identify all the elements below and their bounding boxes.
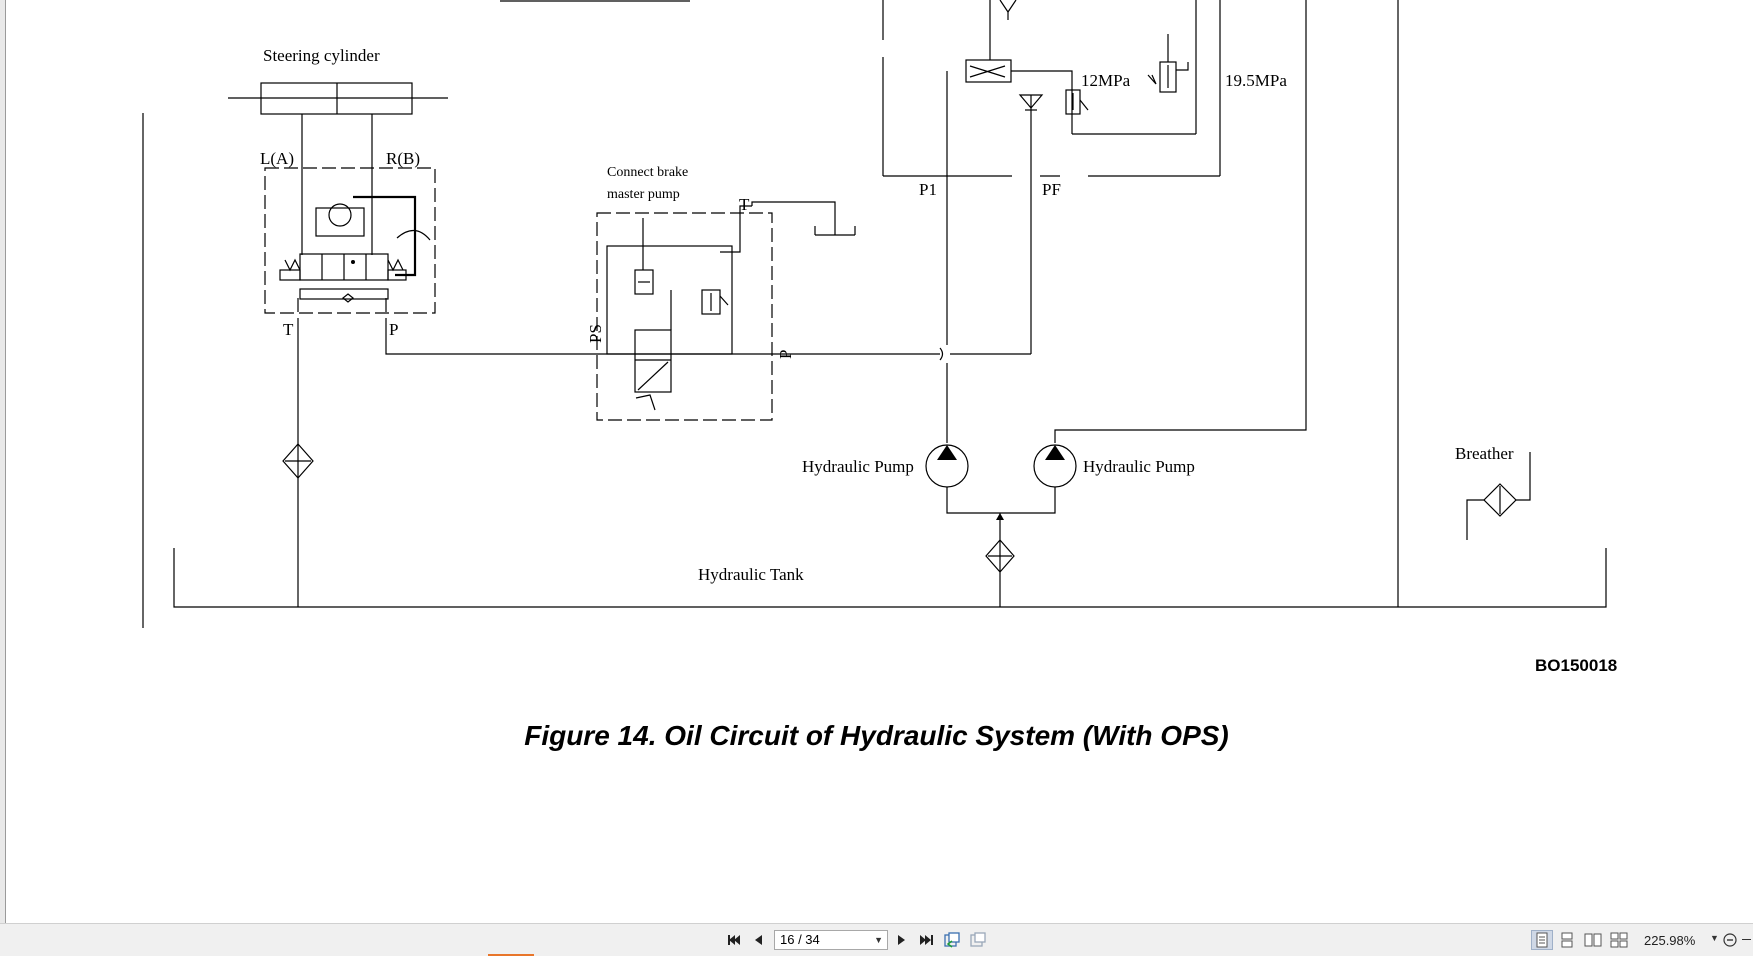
- first-page-button[interactable]: [724, 930, 744, 950]
- page-indicator: 16 / 34: [780, 932, 820, 947]
- prev-page-button[interactable]: [748, 930, 768, 950]
- zoom-out-icon: [1723, 933, 1737, 947]
- next-page-icon: [898, 935, 905, 945]
- single-page-icon: [1536, 932, 1548, 948]
- zoom-out-button[interactable]: [1720, 930, 1740, 950]
- status-bar: 16 / 34 ▼ 225.98% ▼: [0, 923, 1753, 956]
- continuous-icon: [1561, 932, 1573, 948]
- label-rb: R(B): [386, 149, 420, 168]
- single-page-view-button[interactable]: [1531, 930, 1553, 950]
- label-pump-left: Hydraulic Pump: [802, 457, 914, 476]
- label-ps: PS: [586, 324, 605, 343]
- next-page-button[interactable]: [892, 930, 912, 950]
- document-viewport[interactable]: Steering cylinder L(A) R(B) T P Connect …: [0, 0, 1753, 923]
- label-pressure-12: 12MPa: [1081, 71, 1131, 90]
- next-view-icon: [970, 932, 986, 947]
- continuous-view-button[interactable]: [1556, 930, 1578, 950]
- last-page-icon: [920, 935, 933, 945]
- label-breather: Breather: [1455, 444, 1514, 463]
- zoom-dropdown-icon[interactable]: ▼: [1710, 933, 1719, 943]
- facing-view-button[interactable]: [1582, 930, 1604, 950]
- zoom-slider-track[interactable]: [1742, 939, 1751, 940]
- prev-page-icon: [755, 935, 762, 945]
- zoom-level[interactable]: 225.98%: [1644, 933, 1696, 948]
- last-page-button[interactable]: [916, 930, 936, 950]
- label-p-brake: P: [776, 350, 795, 359]
- facing-icon: [1584, 933, 1602, 947]
- label-connect-brake-2: master pump: [607, 187, 680, 202]
- label-hydraulic-tank: Hydraulic Tank: [698, 565, 804, 584]
- figure-caption: Figure 14. Oil Circuit of Hydraulic Syst…: [524, 720, 1229, 751]
- figure-code: BO150018: [1535, 656, 1617, 675]
- page-number-field[interactable]: 16 / 34 ▼: [774, 930, 888, 950]
- viewport-left-edge: [0, 0, 6, 923]
- label-pf: PF: [1042, 180, 1061, 199]
- label-la: L(A): [260, 149, 294, 168]
- continuous-facing-view-button[interactable]: [1608, 930, 1630, 950]
- label-steering-cylinder: Steering cylinder: [263, 46, 380, 65]
- label-connect-brake-1: Connect brake: [607, 165, 688, 180]
- label-t-left: T: [283, 320, 294, 339]
- label-p-left: P: [389, 320, 398, 339]
- label-pressure-19: 19.5MPa: [1225, 71, 1287, 90]
- page-dropdown-icon: ▼: [874, 935, 883, 945]
- label-t-brake: T: [739, 195, 750, 214]
- continuous-facing-icon: [1610, 932, 1628, 948]
- next-view-button[interactable]: [968, 930, 988, 950]
- previous-view-icon: [944, 932, 960, 948]
- label-p1: P1: [919, 180, 937, 199]
- previous-view-button[interactable]: [942, 930, 962, 950]
- hydraulic-diagram: Steering cylinder L(A) R(B) T P Connect …: [142, 0, 1617, 675]
- label-pump-right: Hydraulic Pump: [1083, 457, 1195, 476]
- first-page-icon: [728, 935, 740, 945]
